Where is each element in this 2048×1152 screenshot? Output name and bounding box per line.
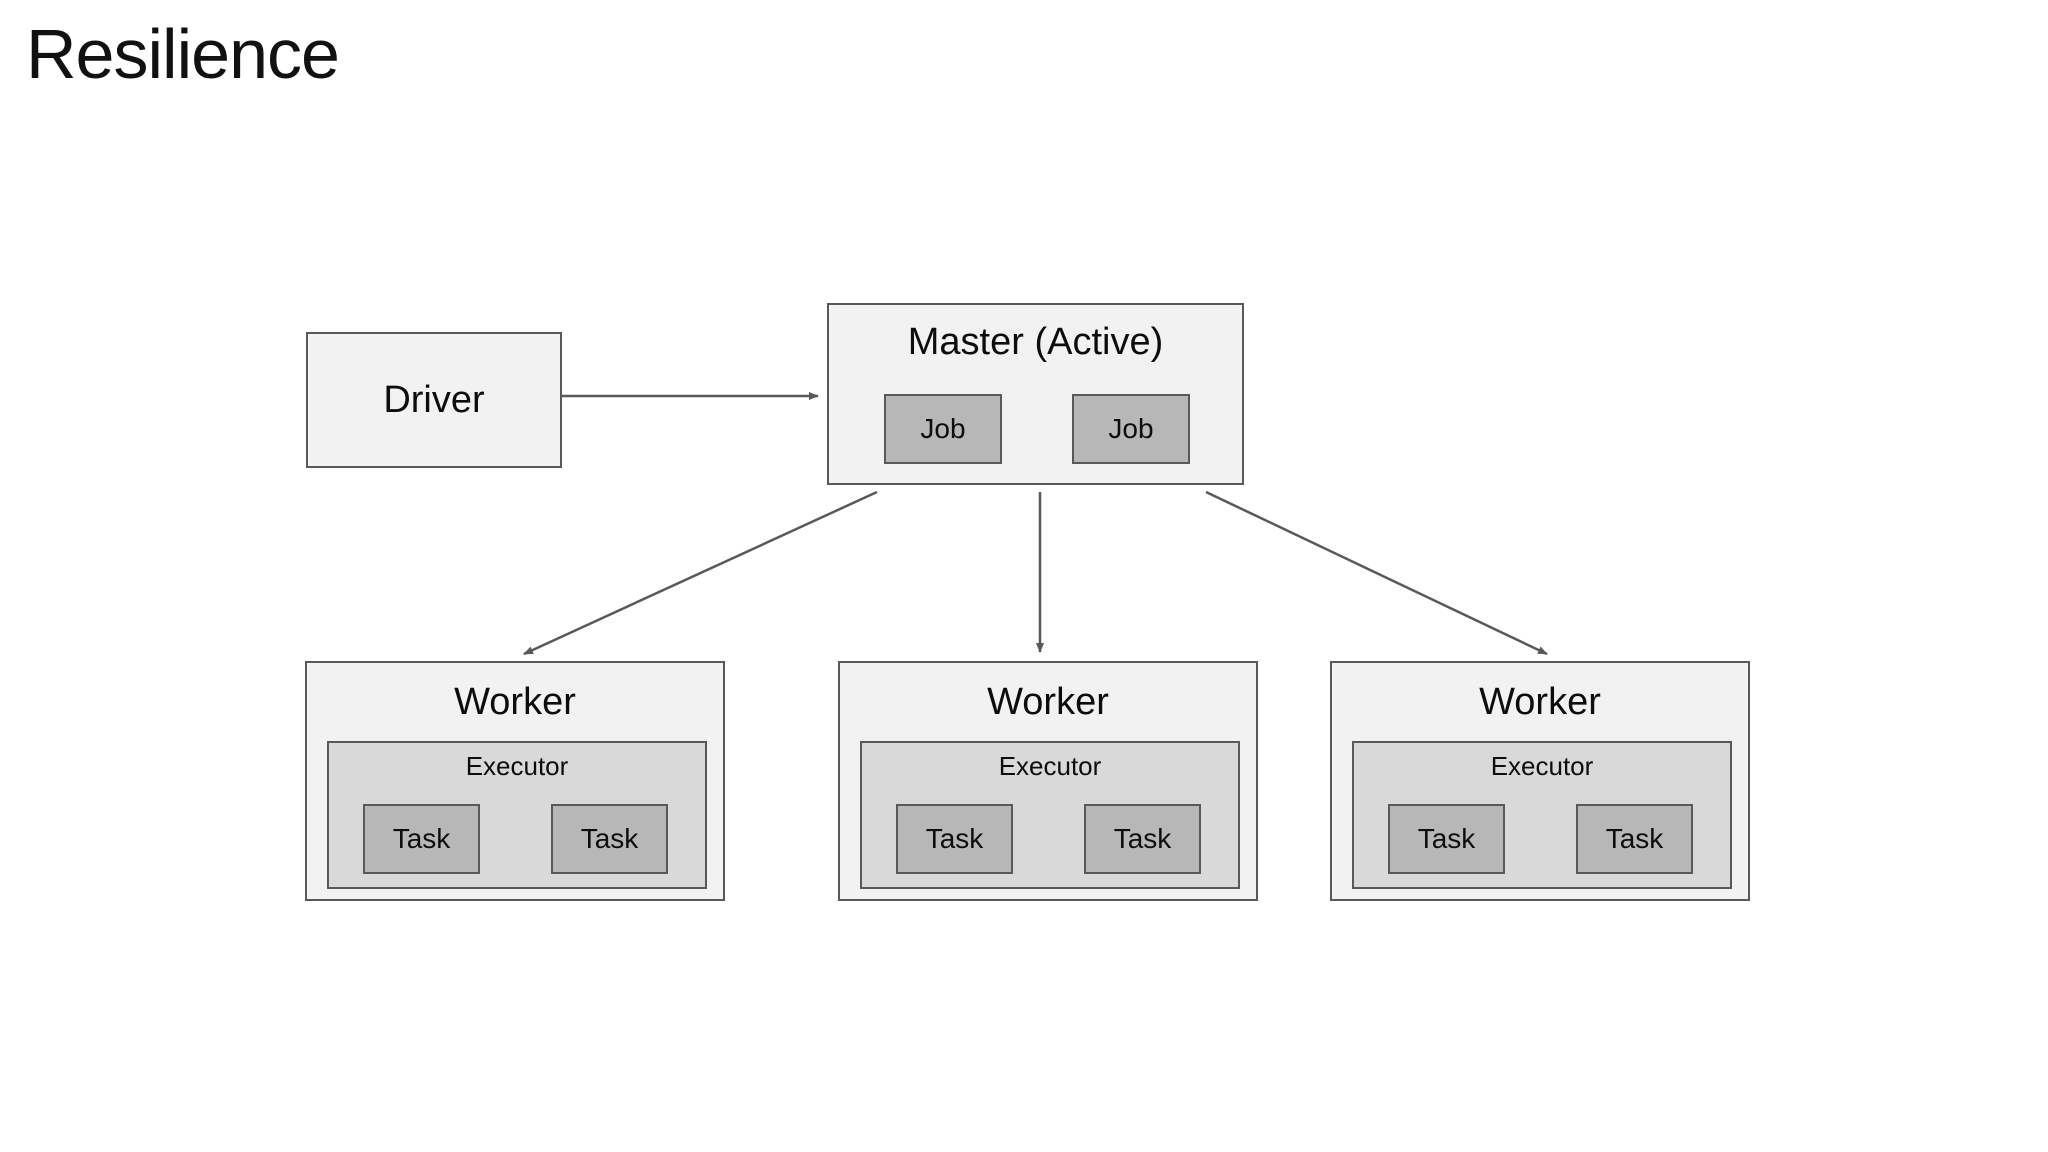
executor-label: Executor bbox=[998, 751, 1102, 781]
driver-label: Driver bbox=[383, 378, 485, 421]
task-box: Task bbox=[551, 804, 668, 874]
executor-label: Executor bbox=[465, 751, 569, 781]
executor-box: Executor Task Task bbox=[327, 741, 707, 889]
task-label: Task bbox=[1417, 823, 1476, 854]
master-box: Master (Active) Job Job bbox=[827, 303, 1244, 485]
task-label: Task bbox=[392, 823, 451, 854]
task-box: Task bbox=[1576, 804, 1693, 874]
slide-title: Resilience bbox=[26, 15, 340, 93]
worker-box-3: Worker Executor Task Task bbox=[1330, 661, 1750, 901]
task-label: Task bbox=[925, 823, 984, 854]
executor-box: Executor Task Task bbox=[1352, 741, 1732, 889]
arrow-master-to-worker-1 bbox=[523, 490, 878, 656]
task-box: Task bbox=[896, 804, 1013, 874]
task-box: Task bbox=[1084, 804, 1201, 874]
job-label: Job bbox=[1108, 413, 1154, 444]
task-label: Task bbox=[580, 823, 639, 854]
worker-box-1: Worker Executor Task Task bbox=[305, 661, 725, 901]
job-label: Job bbox=[920, 413, 966, 444]
task-label: Task bbox=[1113, 823, 1172, 854]
worker-label: Worker bbox=[987, 681, 1109, 723]
worker-label: Worker bbox=[454, 681, 576, 723]
task-box: Task bbox=[1388, 804, 1505, 874]
executor-box: Executor Task Task bbox=[860, 741, 1240, 889]
task-label: Task bbox=[1605, 823, 1664, 854]
task-box: Task bbox=[363, 804, 480, 874]
executor-label: Executor bbox=[1490, 751, 1594, 781]
arrow-master-to-worker-3 bbox=[1205, 490, 1548, 656]
worker-label: Worker bbox=[1479, 681, 1601, 723]
job-box: Job bbox=[884, 394, 1002, 464]
worker-box-2: Worker Executor Task Task bbox=[838, 661, 1258, 901]
driver-box: Driver bbox=[306, 332, 562, 468]
job-box: Job bbox=[1072, 394, 1190, 464]
master-label: Master (Active) bbox=[907, 321, 1164, 363]
